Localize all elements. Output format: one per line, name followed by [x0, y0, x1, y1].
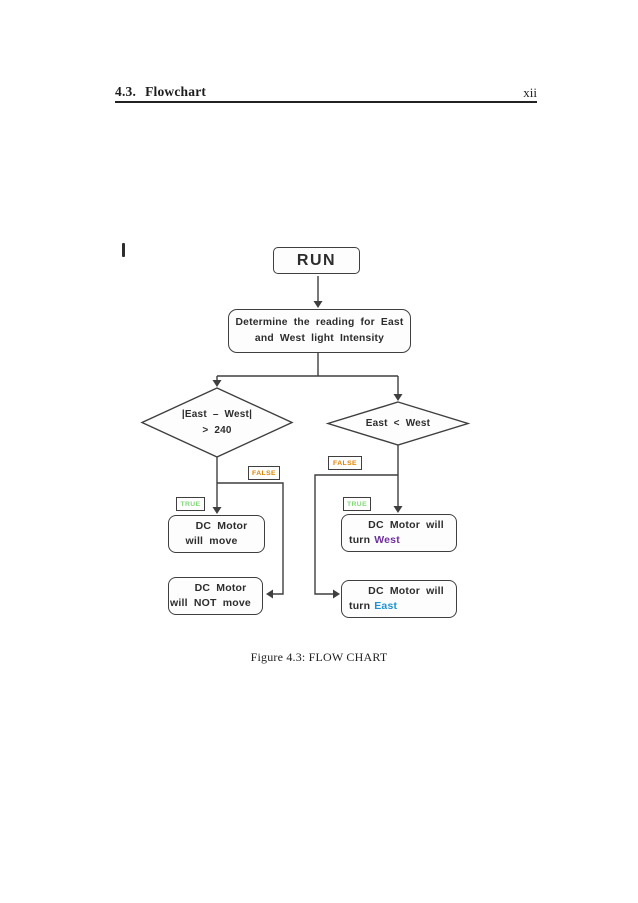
header-rule: [115, 101, 537, 103]
node-motor-not-move: DC Motor will NOT move: [168, 577, 263, 615]
decision-abs-diff-line1: |East – West|: [181, 408, 253, 420]
node-run: RUN: [273, 247, 360, 274]
motor-turn-east-prefix: turn: [349, 600, 371, 612]
motor-turn-west-line1: DC Motor will: [368, 519, 444, 531]
motor-turn-west-prefix: turn: [349, 534, 371, 546]
motor-turn-west-word: West: [374, 534, 400, 546]
node-decision-east-west: East < West: [328, 402, 468, 444]
node-determine-line1: Determine the reading for East: [235, 317, 404, 328]
branch-label-false-right: FALSE: [328, 456, 362, 470]
motor-move-line2: will move: [185, 535, 238, 547]
section-heading: 4.3. Flowchart: [115, 84, 206, 100]
branch-label-true-right: TRUE: [343, 497, 371, 511]
decision-east-west-label: East < West: [365, 417, 431, 429]
page-number: xii: [523, 85, 537, 100]
motor-turn-east-word: East: [374, 600, 398, 612]
decision-abs-diff-line2: > 240: [202, 424, 232, 436]
arrowhead-split-left: [212, 380, 222, 387]
arrowhead-right-false: [333, 589, 340, 599]
stray-mark: [122, 243, 125, 257]
arrowhead-right-true: [393, 506, 403, 513]
motor-not-move-line2: will NOT move: [170, 597, 251, 609]
section-title: Flowchart: [145, 84, 207, 99]
node-motor-move: DC Motor will move: [168, 515, 265, 553]
node-decision-abs-diff: |East – West| > 240: [142, 390, 292, 454]
node-determine-line2: and West light Intensity: [254, 333, 385, 344]
node-run-label: RUN: [296, 251, 337, 269]
motor-not-move-line1: DC Motor: [194, 582, 247, 594]
motor-turn-east-line1: DC Motor will: [368, 585, 444, 597]
branch-label-true-left: TRUE: [176, 497, 205, 511]
arrowhead-left-false: [266, 589, 273, 599]
node-determine: Determine the reading for East and West …: [228, 309, 411, 353]
figure-caption: Figure 4.3: FLOW CHART: [250, 650, 388, 664]
arrowhead-run-determine: [313, 301, 323, 308]
arrowhead-split-right: [393, 394, 403, 401]
section-number: 4.3.: [115, 84, 137, 99]
arrowhead-left-true: [212, 507, 222, 514]
branch-label-false-left: FALSE: [248, 466, 280, 480]
motor-move-line1: DC Motor: [195, 520, 248, 532]
